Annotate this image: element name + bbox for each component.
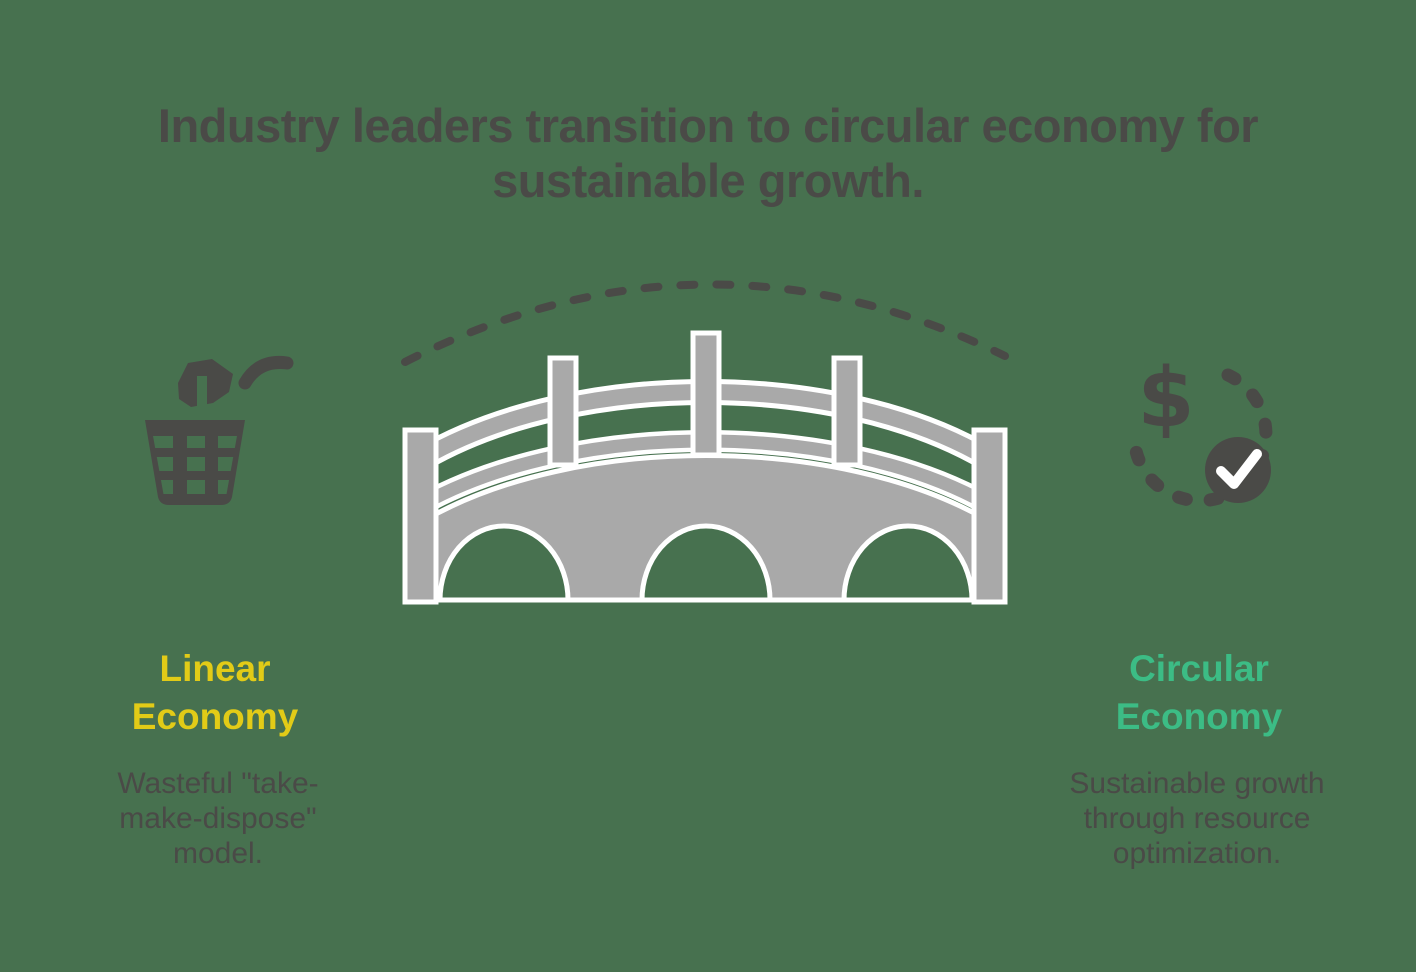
bridge-deck [420,453,993,603]
wastebasket-icon [145,355,294,505]
bridge-pillars [402,427,1008,605]
linear-economy-description: Wasteful "take-make-dispose" model. [117,767,319,871]
dollar-sign-icon: $ [1137,351,1194,446]
bridge-icon [401,280,1009,605]
bridge-posts [547,330,863,468]
dollar-cycle-check-icon: $ [1127,351,1273,508]
checkmark-icon [1216,449,1262,489]
linear-economy-label: Linear Economy [131,648,299,738]
circular-economy-description: Sustainable growth through resource opti… [1069,767,1325,871]
basket-body [145,420,245,505]
page-title: Industry leaders transition to circular … [157,99,1259,207]
circular-economy-label: Circular Economy [1115,648,1283,738]
crumpled-paper-icon [178,359,233,407]
toss-swoosh-icon [238,355,294,390]
check-circle-icon [1205,437,1271,503]
